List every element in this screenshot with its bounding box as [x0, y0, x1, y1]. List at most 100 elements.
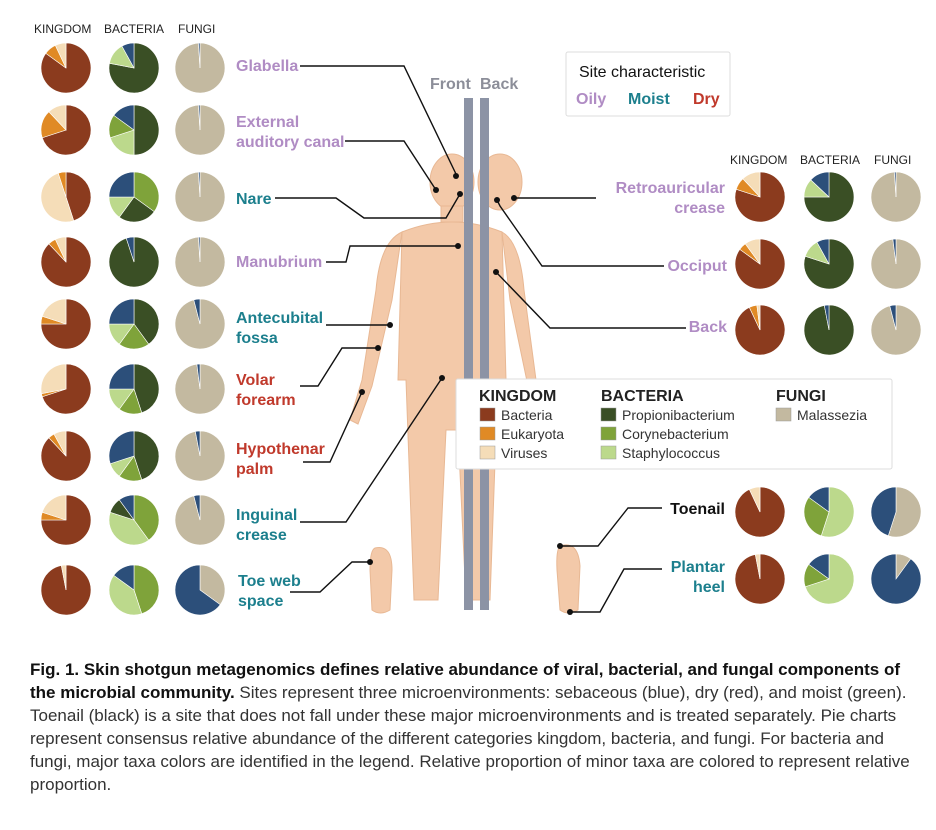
right-header-bacteria: BACTERIA	[800, 153, 860, 167]
pie-retroauricular-crease-bacteria	[803, 171, 855, 223]
right-header-fungi: FUNGI	[874, 153, 911, 167]
pie-slice-viruses	[54, 236, 67, 263]
pie-slice-viruses	[744, 238, 761, 265]
pie-external-auditory-canal-bacteria	[108, 104, 160, 156]
site-label-line: space	[238, 593, 283, 610]
site-label-line: Antecubital	[236, 310, 323, 327]
pie-slice-other	[892, 238, 897, 265]
pie-slice-bacteria	[65, 171, 92, 222]
pie-slice-bacteria	[734, 238, 786, 290]
pie-slice-viruses	[40, 363, 67, 395]
front-label: Front	[430, 76, 472, 93]
site-label-line: Occiput	[667, 258, 727, 275]
figure-caption: Fig. 1. Skin shotgun metagenomics define…	[30, 658, 910, 796]
pie-slice-corynebacterium	[133, 564, 160, 615]
pie-slice-viruses	[48, 104, 67, 131]
back-bar	[480, 98, 489, 610]
pie-manubrium-kingdom	[40, 236, 92, 288]
site-label-line: heel	[693, 579, 725, 596]
site-label-hypothenar-palm: Hypothenar palm	[236, 441, 325, 478]
pie-slice-other	[870, 553, 922, 605]
pie-slice-bacteria	[41, 363, 92, 415]
pie-slice-other	[174, 564, 221, 616]
pie-slice-corynebacterium	[133, 171, 160, 213]
pie-nare-kingdom	[40, 171, 92, 223]
dry-label: Dry	[693, 91, 720, 108]
pie-slice-propionibacterium	[108, 42, 160, 94]
pie-hypothenar-palm-fungi	[174, 430, 226, 482]
legend-item-staphylococcus: Staphylococcus	[622, 445, 720, 461]
pie-charts	[40, 42, 922, 616]
pie-slice-propionibacterium	[133, 298, 160, 345]
pie-slice-other	[108, 363, 135, 390]
pie-inguinal-crease-fungi	[174, 494, 226, 546]
pie-slice-viruses	[756, 304, 761, 331]
back-label: Back	[480, 76, 518, 93]
pie-retroauricular-crease-kingdom	[734, 171, 786, 223]
pie-slice-other	[113, 104, 135, 131]
pie-slice-staphylococcus	[108, 511, 150, 546]
leader-lines	[275, 65, 686, 615]
pie-slice-other	[808, 486, 830, 513]
pie-slice-other	[894, 171, 897, 198]
pie-toe-web-space-fungi	[174, 564, 226, 616]
pie-slice-other	[113, 564, 135, 591]
site-label-line: Hypothenar	[236, 441, 325, 458]
pie-slice-other	[198, 42, 201, 69]
pie-retroauricular-crease-fungi	[870, 171, 922, 223]
pie-slice-other	[198, 236, 201, 263]
pie-hypothenar-palm-bacteria	[108, 430, 160, 482]
pie-slice-propionibacterium	[133, 363, 160, 414]
pie-slice-staphylococcus	[804, 553, 855, 605]
pie-slice-other	[193, 298, 201, 325]
moist-label: Moist	[628, 91, 670, 108]
site-label-line: Retroauricular	[616, 180, 725, 197]
pie-glabella-bacteria	[108, 42, 160, 94]
right-header-kingdom: KINGDOM	[730, 153, 787, 167]
pie-glabella-fungi	[174, 42, 226, 94]
front-bar	[464, 98, 473, 610]
pie-slice-staphylococcus	[108, 574, 143, 616]
legend-item-propionibacterium: Propionibacterium	[622, 407, 735, 423]
site-label-line: forearm	[236, 392, 296, 409]
site-label-line: Toenail	[670, 501, 725, 518]
pie-inguinal-crease-bacteria	[108, 494, 160, 546]
pie-volar-forearm-kingdom	[40, 363, 92, 415]
pie-slice-other	[125, 236, 135, 263]
site-label-line: palm	[236, 461, 273, 478]
pie-toenail-kingdom	[734, 486, 786, 538]
pie-slice-other	[823, 304, 830, 331]
site-label-nare: Nare	[236, 191, 272, 208]
pie-slice-other	[198, 171, 201, 198]
legend-swatch-staphylococcus	[600, 445, 617, 460]
pie-plantar-heel-bacteria	[803, 553, 855, 605]
pie-hypothenar-palm-kingdom	[40, 430, 92, 482]
pie-back-kingdom	[734, 304, 786, 356]
pie-slice-corynebacterium	[133, 494, 160, 541]
pie-slice-other	[889, 304, 897, 331]
legend-item-malassezia: Malassezia	[797, 407, 867, 423]
pie-slice-other	[108, 430, 135, 465]
pie-glabella-kingdom	[40, 42, 92, 94]
site-label-line: Plantar	[671, 559, 725, 576]
legend-swatch-corynebacterium	[600, 426, 617, 441]
pie-slice-propionibacterium	[118, 196, 155, 223]
pie-toenail-bacteria	[803, 486, 855, 538]
pie-occiput-kingdom	[734, 238, 786, 290]
pie-slice-viruses	[41, 298, 67, 325]
pie-toe-web-space-bacteria	[108, 564, 160, 616]
pie-slice-other	[121, 42, 135, 69]
pie-manubrium-bacteria	[108, 236, 160, 288]
left-header-bacteria: BACTERIA	[104, 22, 164, 36]
pie-slice-malassezia	[199, 564, 226, 606]
pie-slice-eukaryota	[57, 171, 67, 198]
pie-antecubital-fossa-kingdom	[40, 298, 92, 350]
pie-slice-propionibacterium	[803, 238, 855, 290]
pie-external-auditory-canal-kingdom	[40, 104, 92, 156]
pie-plantar-heel-fungi	[870, 553, 922, 605]
site-label-line: Manubrium	[236, 254, 322, 271]
